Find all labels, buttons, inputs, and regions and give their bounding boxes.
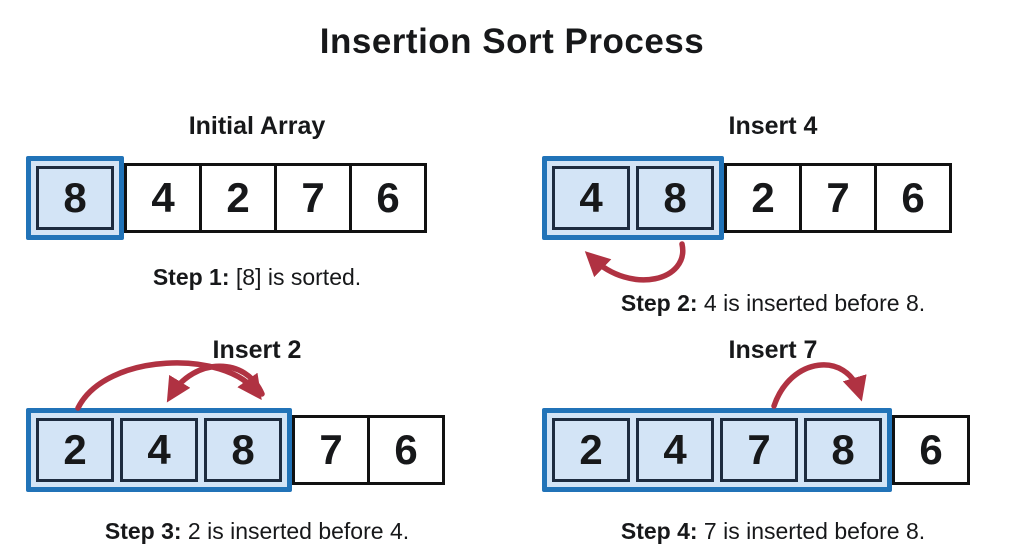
step-text: 7 is inserted before 8. [697, 518, 926, 544]
array-cell: 2 [199, 163, 277, 233]
sorted-subarray: 4 8 [542, 156, 724, 240]
array-cell: 4 [552, 166, 630, 230]
sorted-subarray: 2 4 8 [26, 408, 292, 492]
array-cell: 8 [204, 418, 282, 482]
step-label: Step 1: [152, 264, 230, 290]
array-row: 2 4 8 7 6 [26, 408, 496, 492]
array-cell: 7 [292, 415, 370, 485]
array-cell: 6 [892, 415, 970, 485]
array-cell: 2 [552, 418, 630, 482]
array-cell: 7 [720, 418, 798, 482]
array-cell: 7 [799, 163, 877, 233]
array-cell: 6 [367, 415, 445, 485]
array-cell: 4 [124, 163, 202, 233]
array-cell: 4 [120, 418, 198, 482]
step-caption: Step 3: 2 is inserted before 4. [18, 518, 496, 545]
step-label: Step 3: [104, 518, 182, 544]
array-row: 4 8 2 7 6 [542, 156, 1012, 240]
step-text: [8] is sorted. [229, 264, 362, 290]
page-title: Insertion Sort Process [319, 22, 705, 61]
panel-step-3: Insert 2 2 4 8 7 6 Step 3: 2 is inserted… [18, 334, 496, 545]
step-text: 2 is inserted before 4. [181, 518, 410, 544]
sorted-subarray: 8 [26, 156, 124, 240]
array-cell: 6 [349, 163, 427, 233]
array-cell: 8 [804, 418, 882, 482]
array-row: 2 4 7 8 6 [542, 408, 1012, 492]
step-caption: Step 1: [8] is sorted. [18, 264, 496, 291]
array-cell: 2 [36, 418, 114, 482]
panel-step-4: Insert 7 2 4 7 8 6 Step 4: 7 is inserted… [534, 334, 1012, 545]
array-cell: 4 [636, 418, 714, 482]
array-cell: 2 [724, 163, 802, 233]
array-row: 8 4 2 7 6 [26, 156, 496, 240]
step-label: Step 4: [620, 518, 698, 544]
step-label: Step 2: [620, 290, 698, 316]
panel-step-1: Initial Array 8 4 2 7 6 Step 1: [8] is s… [18, 110, 496, 291]
panel-heading: Initial Array [188, 112, 326, 140]
array-cell: 7 [274, 163, 352, 233]
panel-heading: Insert 2 [212, 336, 302, 364]
step-caption: Step 4: 7 is inserted before 8. [534, 518, 1012, 545]
panel-heading: Insert 4 [728, 112, 818, 140]
array-cell: 6 [874, 163, 952, 233]
array-cell: 8 [636, 166, 714, 230]
step-text: 4 is inserted before 8. [697, 290, 926, 316]
sorted-subarray: 2 4 7 8 [542, 408, 892, 492]
step-caption: Step 2: 4 is inserted before 8. [534, 290, 1012, 317]
array-cell: 8 [36, 166, 114, 230]
panel-step-2: Insert 4 4 8 2 7 6 Step 2: 4 is inserted… [534, 110, 1012, 317]
panel-heading: Insert 7 [728, 336, 818, 364]
